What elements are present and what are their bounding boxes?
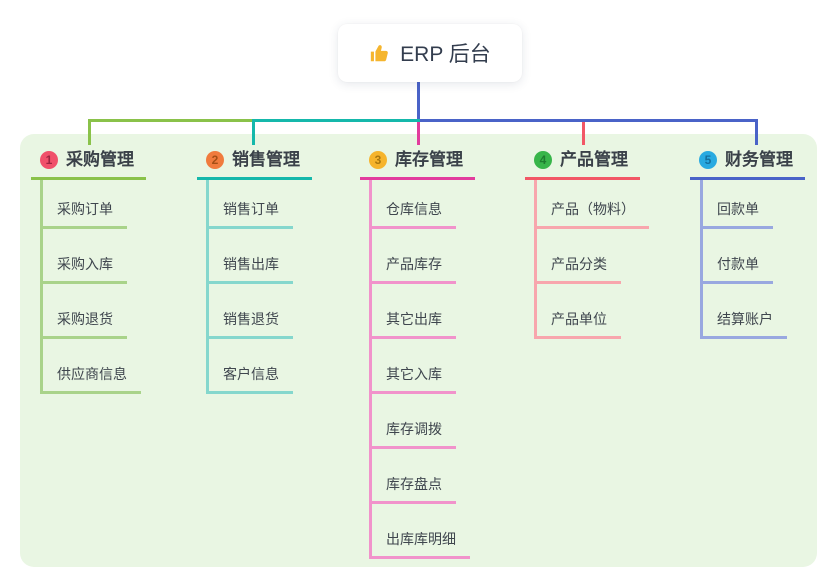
bus-connector-right bbox=[417, 119, 758, 122]
branch-label: 产品管理 bbox=[560, 150, 628, 169]
branch-spine-connector bbox=[534, 180, 537, 339]
bus-connector-left bbox=[88, 119, 255, 122]
child-topic[interactable]: 其它入库 bbox=[369, 364, 456, 394]
branch2-drop-connector bbox=[252, 119, 255, 145]
branch-label: 财务管理 bbox=[725, 150, 793, 169]
branch-number-badge: 1 bbox=[40, 151, 58, 169]
child-topic[interactable]: 销售退货 bbox=[206, 309, 293, 339]
child-topic[interactable]: 产品单位 bbox=[534, 309, 621, 339]
child-topic[interactable]: 出库库明细 bbox=[369, 529, 470, 559]
child-topic[interactable]: 采购订单 bbox=[40, 199, 127, 229]
branch-label: 库存管理 bbox=[395, 150, 463, 169]
child-topic[interactable]: 供应商信息 bbox=[40, 364, 141, 394]
root-title: ERP 后台 bbox=[400, 43, 491, 66]
child-topic[interactable]: 其它出库 bbox=[369, 309, 456, 339]
child-topic[interactable]: 结算账户 bbox=[700, 309, 787, 339]
child-topic[interactable]: 产品库存 bbox=[369, 254, 456, 284]
branch3-drop-connector bbox=[417, 121, 420, 145]
child-topic[interactable]: 销售订单 bbox=[206, 199, 293, 229]
branch-header[interactable]: 1 采购管理 bbox=[31, 149, 146, 180]
branch-spine-connector bbox=[700, 180, 703, 339]
branch-header[interactable]: 4 产品管理 bbox=[525, 149, 640, 180]
child-topic[interactable]: 产品分类 bbox=[534, 254, 621, 284]
branches-panel bbox=[20, 134, 817, 567]
branch-number-badge: 4 bbox=[534, 151, 552, 169]
child-topic[interactable]: 采购入库 bbox=[40, 254, 127, 284]
branch-number-badge: 5 bbox=[699, 151, 717, 169]
bus-connector-middle bbox=[252, 119, 420, 122]
branch-spine-connector bbox=[369, 180, 372, 559]
branch-spine-connector bbox=[40, 180, 43, 394]
thumbs-up-icon bbox=[369, 42, 391, 64]
branch-label: 采购管理 bbox=[66, 150, 134, 169]
branch-label: 销售管理 bbox=[232, 150, 300, 169]
child-topic[interactable]: 付款单 bbox=[700, 254, 773, 284]
branch1-drop-connector bbox=[88, 119, 91, 145]
child-topic[interactable]: 采购退货 bbox=[40, 309, 127, 339]
branch4-drop-connector bbox=[582, 121, 585, 145]
child-topic[interactable]: 库存盘点 bbox=[369, 474, 456, 504]
root-node[interactable]: ERP 后台 bbox=[338, 24, 522, 82]
branch-header[interactable]: 5 财务管理 bbox=[690, 149, 805, 180]
branch-number-badge: 3 bbox=[369, 151, 387, 169]
child-topic[interactable]: 产品（物料） bbox=[534, 199, 649, 229]
branch-spine-connector bbox=[206, 180, 209, 394]
child-topic[interactable]: 客户信息 bbox=[206, 364, 293, 394]
branch-header[interactable]: 2 销售管理 bbox=[197, 149, 312, 180]
child-topic[interactable]: 回款单 bbox=[700, 199, 773, 229]
child-topic[interactable]: 销售出库 bbox=[206, 254, 293, 284]
child-topic[interactable]: 库存调拨 bbox=[369, 419, 456, 449]
child-topic[interactable]: 仓库信息 bbox=[369, 199, 456, 229]
branch5-drop-connector bbox=[755, 119, 758, 145]
branch-header[interactable]: 3 库存管理 bbox=[360, 149, 475, 180]
trunk-connector bbox=[417, 82, 420, 121]
branch-number-badge: 2 bbox=[206, 151, 224, 169]
